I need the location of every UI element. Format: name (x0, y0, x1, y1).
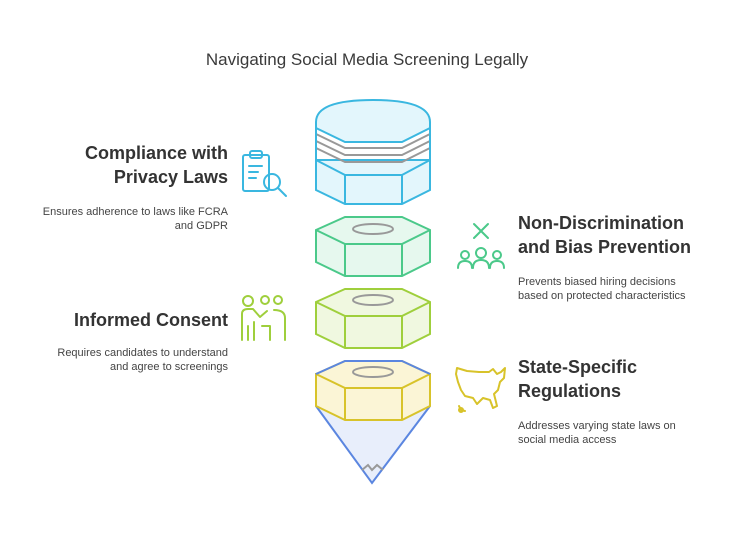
state-regulations-heading-line2: Regulations (518, 381, 622, 401)
compliance-heading-line1: Compliance with (84, 143, 228, 163)
consent-desc-line1: Requires candidates to understand (57, 347, 228, 359)
non-discrimination-desc-line1: Prevents biased hiring decisions (518, 276, 676, 288)
state-regulations-description: Addresses varying state laws on social m… (518, 419, 728, 447)
consent-description: Requires candidates to understand and ag… (10, 346, 228, 374)
non-discrimination-heading-line1: Non-Discrimination (518, 213, 685, 233)
compliance-desc-line1: Ensures adherence to laws like FCRA (42, 206, 228, 218)
non-discrimination-heading: Non-Discrimination and Bias Prevention (518, 211, 728, 259)
consent-heading: Informed Consent (40, 308, 228, 332)
us-map-icon (455, 367, 506, 413)
diagram-title: Navigating Social Media Screening Legall… (205, 50, 529, 69)
clipboard-search-icon (242, 150, 287, 197)
consent-heading-line1: Informed Consent (73, 310, 228, 330)
presenter-icon (241, 295, 286, 341)
consent-desc-line2: and agree to screenings (109, 361, 228, 373)
non-discrimination-desc-line2: based on protected characteristics (518, 290, 686, 302)
non-discrimination-heading-line2: and Bias Prevention (518, 237, 692, 257)
state-regulations-heading: State-Specific Regulations (518, 355, 728, 403)
people-x-icon (457, 223, 505, 269)
compliance-desc-line2: and GDPR (174, 220, 228, 232)
hex-layer-lime (315, 288, 431, 349)
compliance-description: Ensures adherence to laws like FCRA and … (10, 205, 228, 233)
state-regulations-desc-line1: Addresses varying state laws on (518, 420, 676, 432)
cylinder-top-layer (315, 98, 431, 205)
state-regulations-desc-line2: social media access (518, 434, 617, 446)
cone-bottom-layer (315, 360, 431, 485)
state-regulations-heading-line1: State-Specific (518, 357, 638, 377)
compliance-heading-line2: Privacy Laws (113, 167, 228, 187)
non-discrimination-description: Prevents biased hiring decisions based o… (518, 275, 728, 303)
hex-layer-green (315, 216, 431, 277)
compliance-heading: Compliance with Privacy Laws (40, 141, 228, 189)
